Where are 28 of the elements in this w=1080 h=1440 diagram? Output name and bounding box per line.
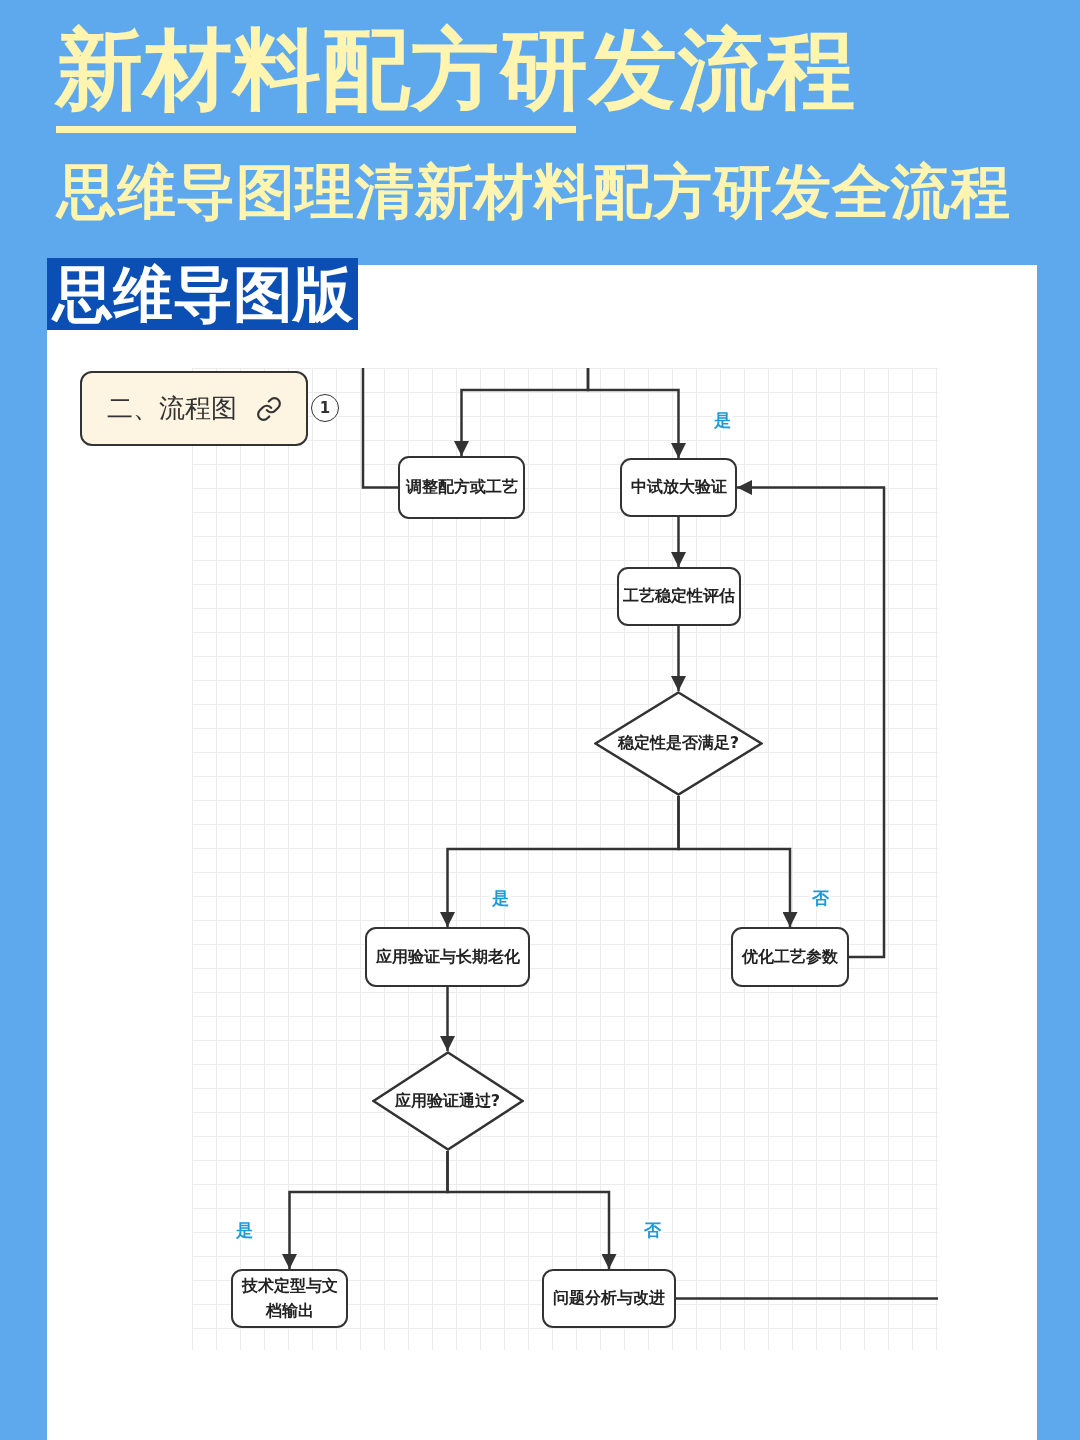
edge-label: 是 xyxy=(233,1219,255,1241)
arrow xyxy=(440,987,455,1051)
arrow xyxy=(586,368,686,458)
process-box: 优化工艺参数 xyxy=(731,927,849,987)
process-box: 工艺稳定性评估 xyxy=(616,567,741,626)
edge-label: 否 xyxy=(809,887,831,909)
title: 新材料配方研发流程 xyxy=(55,22,856,119)
topic-title: 二、流程图 xyxy=(107,392,237,425)
arrow xyxy=(446,1151,617,1269)
subtitle: 思维导图理清新材料配方研发全流程 xyxy=(57,160,1011,225)
edge-label: 否 xyxy=(641,1219,663,1241)
topic-box xyxy=(80,371,308,446)
decision-diamond: 应用验证通过? xyxy=(371,1051,524,1151)
process-box: 中试放大验证 xyxy=(620,458,737,517)
edge-label: 是 xyxy=(711,409,733,431)
arrow xyxy=(737,480,886,959)
process-box: 应用验证与长期老化 xyxy=(365,927,530,987)
connector-line xyxy=(361,368,398,489)
decision-diamond: 稳定性是否满足? xyxy=(594,691,763,796)
process-box: 问题分析与改进 xyxy=(542,1269,676,1328)
section-heading: 思维导图版 xyxy=(47,258,358,330)
arrow xyxy=(677,796,798,927)
edge-label: 是 xyxy=(489,887,511,909)
connector-line xyxy=(676,1297,938,1300)
arrow xyxy=(671,517,686,567)
process-box: 技术定型与文档输出 xyxy=(231,1269,348,1328)
process-box: 调整配方或工艺 xyxy=(398,456,525,519)
arrow xyxy=(671,626,686,691)
